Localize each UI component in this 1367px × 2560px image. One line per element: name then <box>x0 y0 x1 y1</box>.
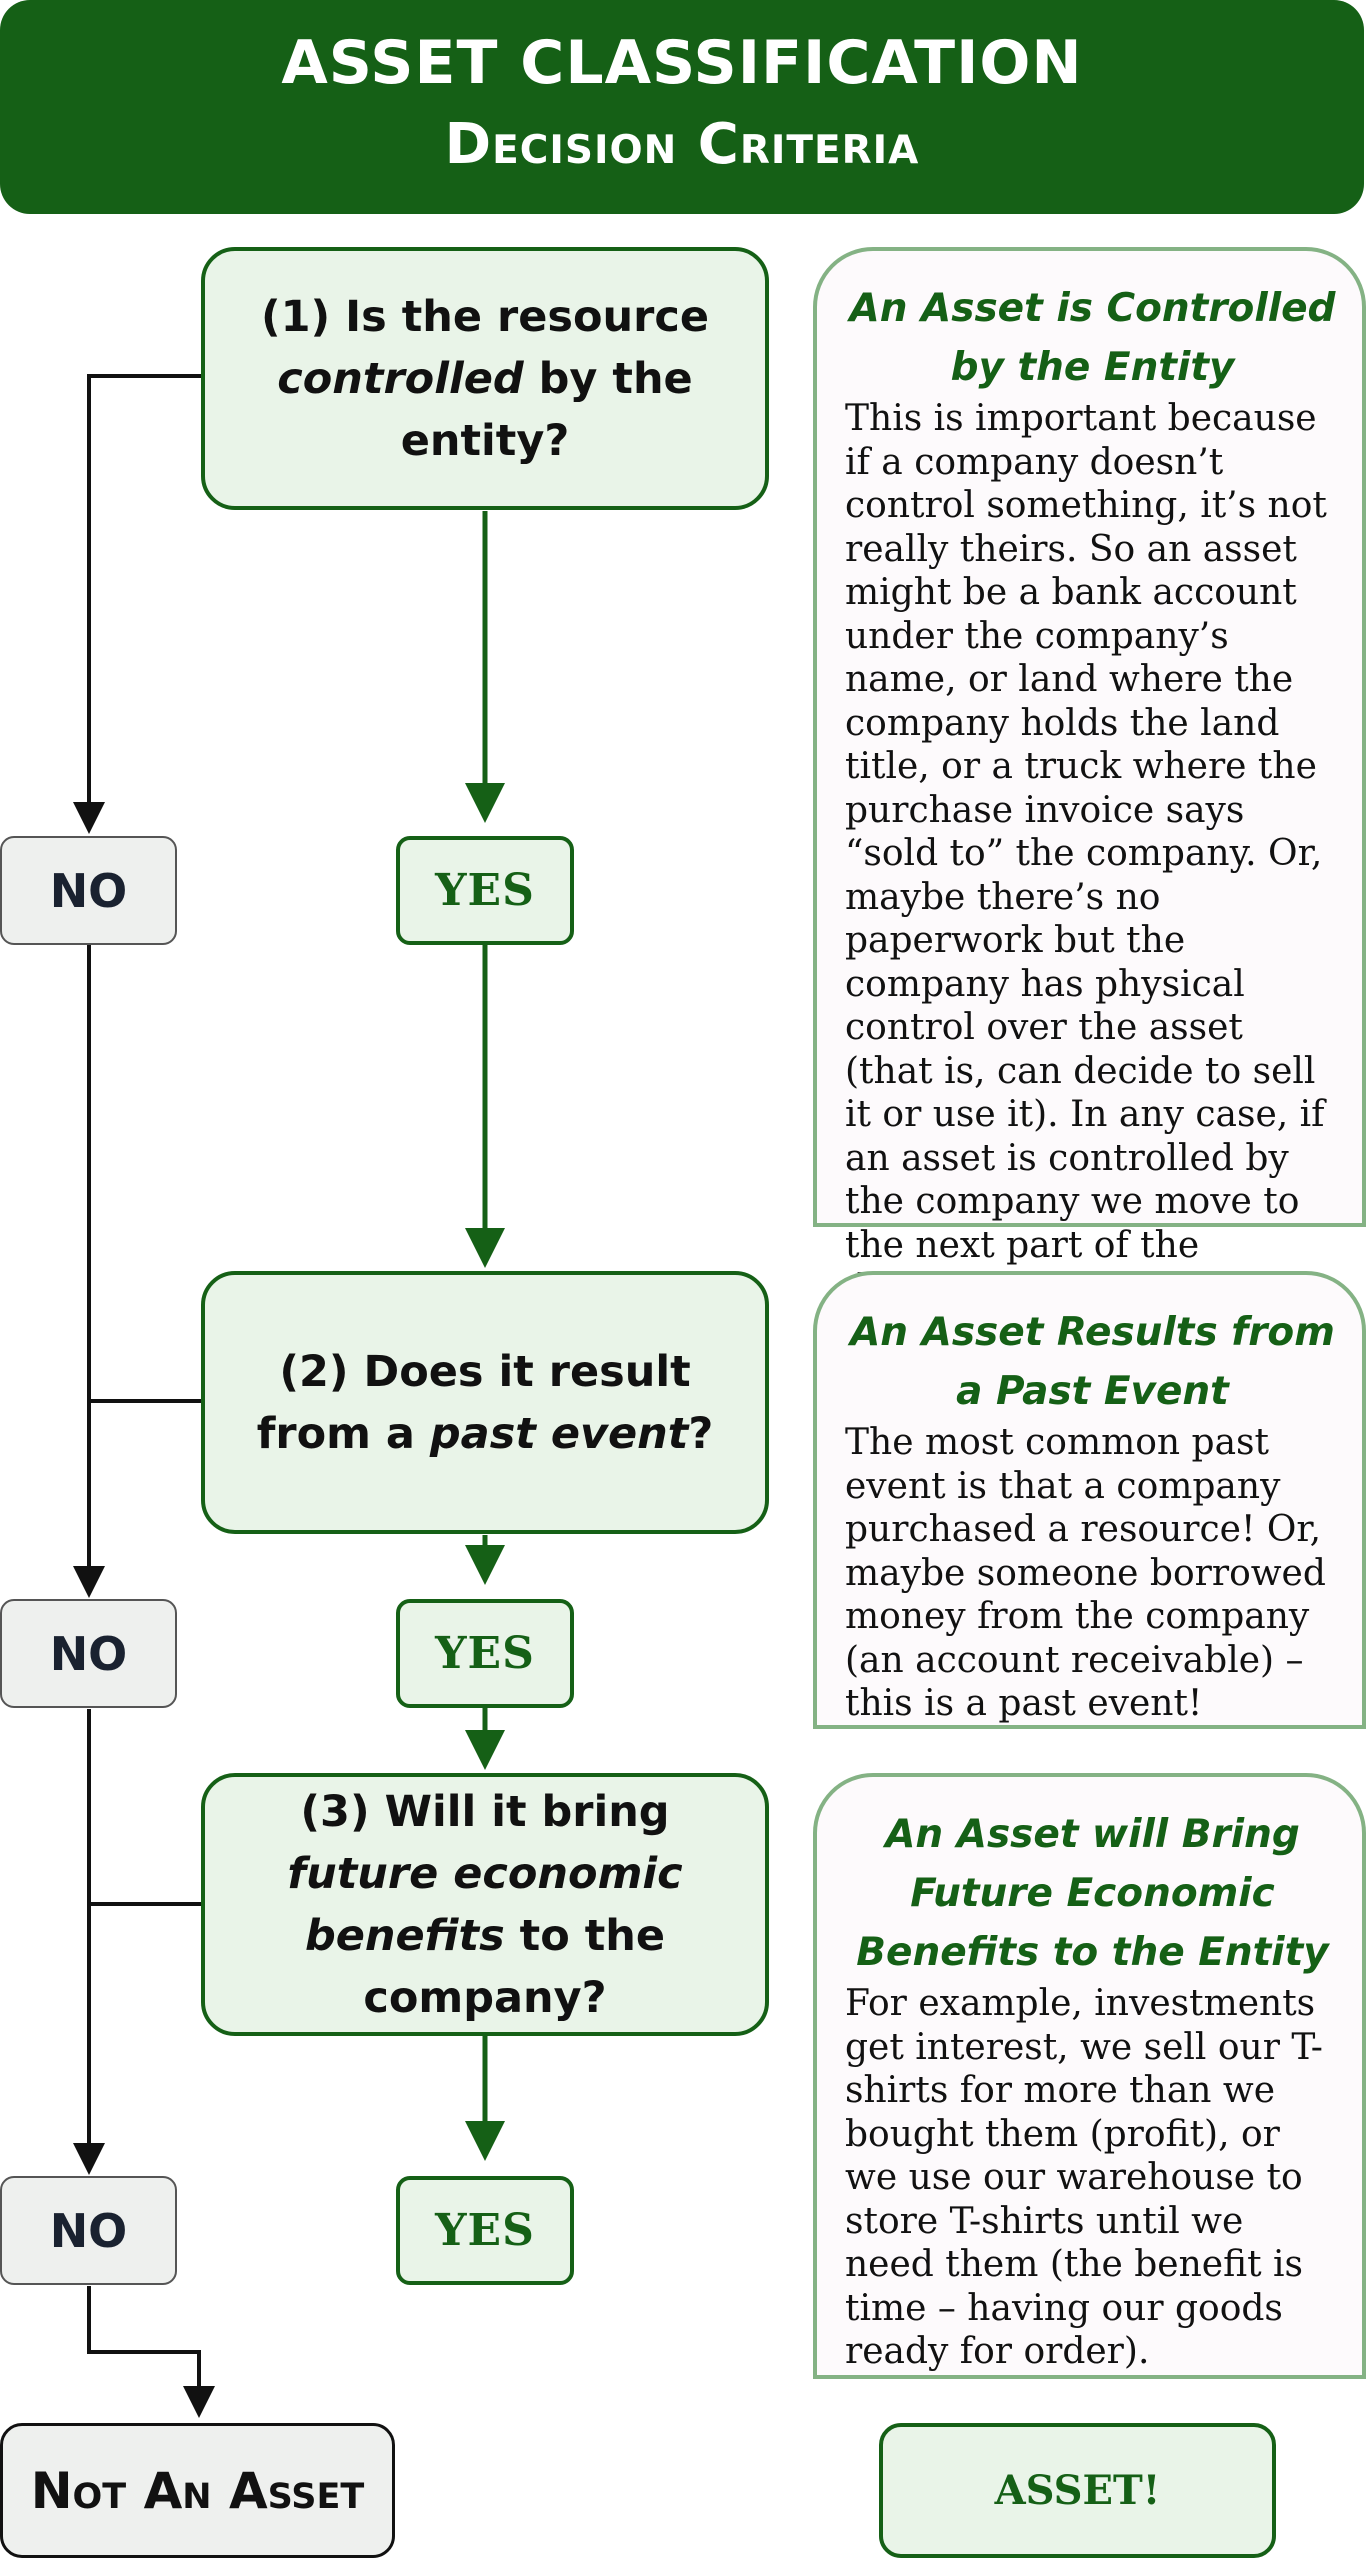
question-2-text: (2) Does it result from a past event? <box>256 1346 714 1459</box>
not-an-asset-outcome: Not An Asset <box>0 2423 395 2558</box>
note-future-benefits-body: For example, investments get interest, w… <box>845 1983 1323 2372</box>
asset-outcome: ASSET! <box>879 2423 1276 2558</box>
question-1-box: (1) Is the resource controlled by the en… <box>201 247 769 510</box>
question-3-text: (3) Will it bring future economic benefi… <box>287 1786 683 2023</box>
note-past-event-title: An Asset Results from a Past Event <box>850 1310 1335 1414</box>
connector-no3-notasset <box>87 2286 215 2418</box>
note-future-benefits-title: An Asset will Bring Future Economic Bene… <box>856 1812 1329 1975</box>
question-1-text: (1) Is the resource controlled by the en… <box>260 291 710 466</box>
no-node-3: NO <box>0 2176 177 2285</box>
note-past-event: An Asset Results from a Past Event The m… <box>813 1271 1366 1729</box>
note-future-benefits: An Asset will Bring Future Economic Bene… <box>813 1773 1366 2379</box>
no-node-2: NO <box>0 1599 177 1708</box>
subtitle: Decision Criteria <box>444 112 920 177</box>
yes-node-2: YES <box>396 1599 574 1708</box>
note-controlled: An Asset is Controlled by the Entity Thi… <box>813 247 1366 1309</box>
main-title: ASSET CLASSIFICATION <box>281 28 1083 98</box>
note-past-event-body: The most common past event is that a com… <box>845 1422 1326 1724</box>
no-node-1: NO <box>0 836 177 945</box>
note-controlled-body: This is important because if a company d… <box>845 398 1327 1309</box>
title-banner: ASSET CLASSIFICATION Decision Criteria <box>0 0 1364 214</box>
note-controlled-title: An Asset is Controlled by the Entity <box>849 286 1336 390</box>
yes-node-3: YES <box>396 2176 574 2285</box>
yes-node-1: YES <box>396 836 574 945</box>
question-2-box: (2) Does it result from a past event? <box>201 1271 769 1534</box>
connector-q1-no1 <box>73 374 201 834</box>
question-3-box: (3) Will it bring future economic benefi… <box>201 1773 769 2036</box>
